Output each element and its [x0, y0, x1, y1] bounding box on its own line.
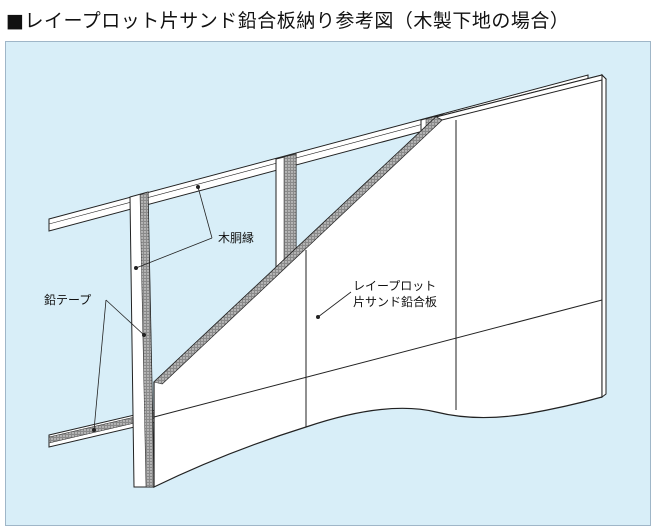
board-label-line2: 片サンド鉛合板 [353, 295, 438, 309]
lead-tape-label: 鉛テープ [44, 293, 92, 307]
leader-dots [92, 185, 320, 432]
page-title: ■レイープロット片サンド鉛合板納り参考図（木製下地の場合） [6, 10, 570, 32]
lead-plywood-panel [153, 74, 603, 488]
panel-joint-lines [153, 120, 603, 427]
board-label-line1: レイープロット [353, 279, 437, 293]
furring-label: 木胴縁 [218, 231, 255, 245]
leader-lines [93, 186, 352, 431]
diagram-frame: 木胴縁 鉛テープ レイープロット 片サンド鉛合板 [5, 41, 651, 526]
panel-diagonal-lead-edge [153, 116, 443, 385]
construction-drawing [48, 73, 607, 488]
panel-right-edge [601, 73, 607, 398]
